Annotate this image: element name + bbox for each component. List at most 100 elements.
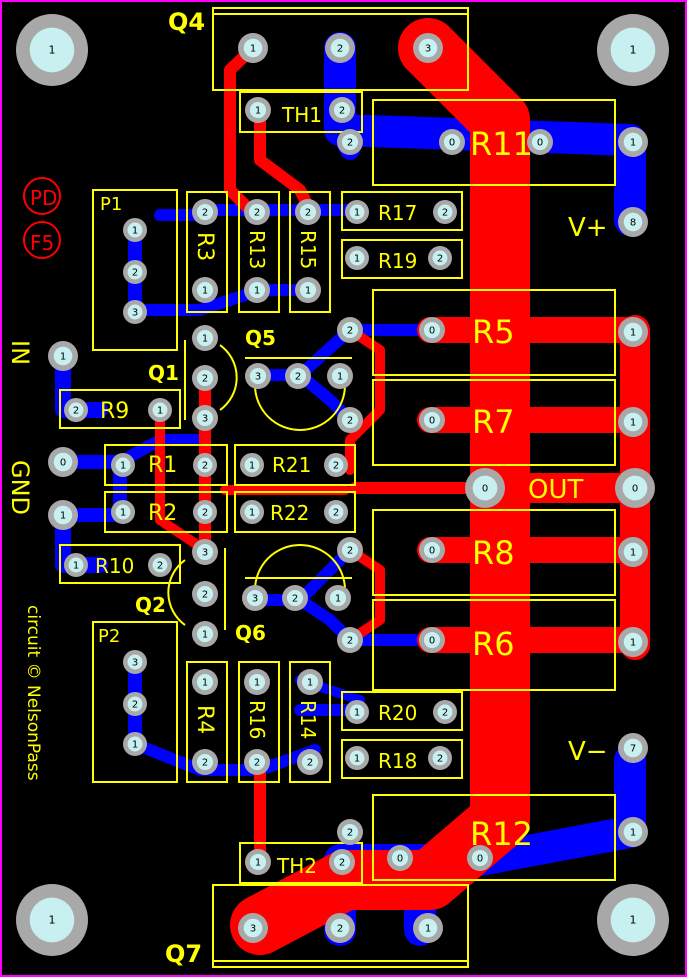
pad-hole	[197, 504, 213, 520]
silkscreen-text: Q4 Q7 TH1 TH2 R11 R12 R5 R7 R8 R6 OUT V+…	[6, 8, 608, 968]
pad: 1	[245, 849, 271, 875]
pad-number: 1	[630, 548, 636, 559]
pad-hole	[391, 849, 409, 867]
label-r16: R16	[245, 700, 269, 739]
pad: 3	[242, 585, 268, 611]
pad-number: 2	[202, 208, 208, 219]
pad-hole	[623, 822, 643, 842]
pad-number: 2	[339, 858, 345, 869]
pad-number: 1	[354, 754, 360, 765]
pad-hole	[423, 411, 441, 429]
pad: 2	[192, 581, 218, 607]
mount-hole-number: 1	[630, 44, 637, 57]
pad: 0	[527, 129, 553, 155]
pad-hole	[623, 132, 643, 152]
pad-hole	[341, 823, 359, 841]
pad-number: 1	[630, 138, 636, 149]
pad: 2	[282, 585, 308, 611]
pad-number: 0	[482, 484, 488, 495]
logo-f5: F5	[30, 231, 54, 255]
pad-hole	[127, 264, 143, 280]
label-r22: R22	[270, 501, 309, 525]
pad-hole	[349, 204, 365, 220]
pad: 3	[192, 405, 218, 431]
pad-hole	[115, 457, 131, 473]
pad: 1	[345, 246, 369, 270]
pad-hole	[196, 625, 214, 643]
label-r11: R11	[470, 125, 533, 163]
pad-number: 2	[307, 758, 313, 769]
pad: 0	[48, 447, 78, 477]
pad-hole	[68, 402, 84, 418]
pad-number: 1	[255, 106, 261, 117]
pad: 2	[325, 913, 355, 943]
mount-hole-number: 1	[49, 914, 56, 927]
pad-number: 1	[254, 286, 260, 297]
pad-hole	[127, 222, 143, 238]
pad: 0	[439, 129, 465, 155]
pad-number: 2	[202, 590, 208, 601]
pad-number: 1	[73, 561, 79, 572]
pad: 1	[192, 669, 218, 695]
pad: 1	[245, 97, 271, 123]
pad-number: 0	[537, 138, 543, 149]
pad-hole	[248, 281, 266, 299]
pad-hole	[349, 704, 365, 720]
pad: 2	[192, 199, 218, 225]
pad-hole	[196, 673, 214, 691]
pad: 1	[48, 500, 78, 530]
label-vminus: V−	[568, 737, 608, 767]
pad-number: 2	[347, 326, 353, 337]
pad-hole	[53, 346, 73, 366]
pad-number: 2	[157, 561, 163, 572]
pad-hole	[341, 133, 359, 151]
pad: 1	[64, 553, 88, 577]
pad: 1	[48, 341, 78, 371]
pad-hole	[531, 133, 549, 151]
pad: 0	[419, 407, 445, 433]
pad-number: 3	[132, 308, 138, 319]
pad-number: 1	[202, 630, 208, 641]
pad-number: 0	[429, 416, 435, 427]
pad: 1	[618, 407, 648, 437]
pad-hole	[623, 632, 643, 652]
pad-number: 2	[347, 546, 353, 557]
pad-hole	[115, 504, 131, 520]
pad-hole	[196, 369, 214, 387]
pad: 2	[148, 553, 172, 577]
pad: 2	[337, 407, 363, 433]
pad-hole	[623, 412, 643, 432]
label-r6: R6	[472, 625, 515, 663]
pad-hole	[196, 281, 214, 299]
pad-number: 0	[429, 326, 435, 337]
pad-number: 0	[477, 854, 483, 865]
pad-hole	[248, 673, 266, 691]
pad-number: 2	[202, 758, 208, 769]
pad: 2	[123, 260, 147, 284]
pad-number: 1	[630, 828, 636, 839]
pad-hole	[623, 212, 643, 232]
pad: 0	[419, 627, 445, 653]
pad-number: 0	[397, 854, 403, 865]
pad: 1	[413, 913, 443, 943]
label-th2: TH2	[276, 854, 317, 878]
pad-hole	[243, 38, 263, 58]
pad-hole	[333, 101, 351, 119]
pad: 2	[329, 97, 355, 123]
pad-hole	[196, 543, 214, 561]
pad-number: 1	[307, 678, 313, 689]
pad: 1	[618, 817, 648, 847]
pad-hole	[423, 321, 441, 339]
label-r21: R21	[272, 453, 311, 477]
pad-number: 1	[202, 286, 208, 297]
pad: 2	[64, 398, 88, 422]
pad-number: 2	[347, 828, 353, 839]
pad: 3	[238, 913, 268, 943]
pad-hole	[196, 329, 214, 347]
pad: 2	[337, 537, 363, 563]
pad-number: 8	[630, 218, 636, 229]
pad-number: 1	[335, 594, 341, 605]
label-r15: R15	[296, 230, 320, 269]
